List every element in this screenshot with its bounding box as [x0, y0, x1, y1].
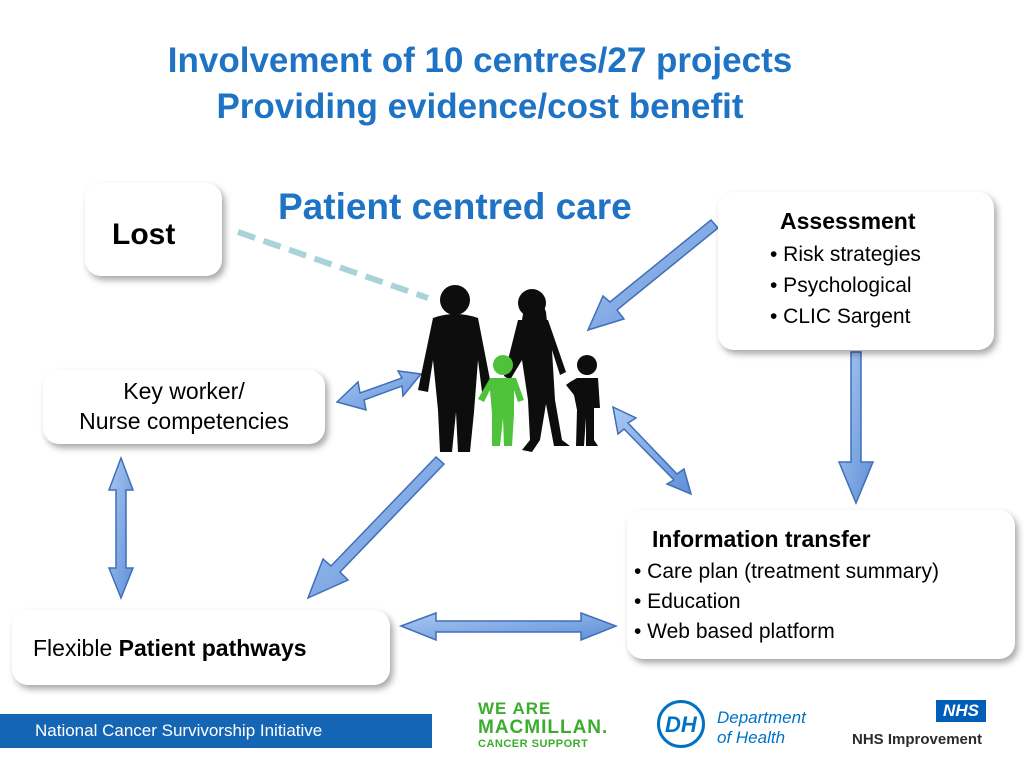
assessment-to-family-arrow	[586, 218, 720, 332]
footer-initiative-text: National Cancer Survivorship Initiative	[35, 721, 323, 740]
assessment-item: • Psychological	[770, 274, 912, 297]
information-transfer-box: Information transfer • Care plan (treatm…	[627, 510, 1015, 659]
lost-dashed-link	[237, 229, 429, 301]
footer-initiative-bar: National Cancer Survivorship Initiative	[0, 714, 432, 748]
assessment-list: • Risk strategies • Psychological • CLIC…	[770, 239, 921, 332]
dh-name-line-1: Department	[717, 708, 806, 727]
macmillan-line-1: WE ARE	[478, 699, 552, 718]
title-line-1: Involvement of 10 centres/27 projects	[167, 41, 793, 80]
information-transfer-list: • Care plan (treatment summary) • Educat…	[634, 557, 939, 647]
nhs-name: NHS Improvement	[852, 731, 983, 748]
family-silhouette-icon	[418, 285, 600, 452]
key-worker-line-1: Key worker/	[123, 378, 245, 404]
flexible-info-arrow	[398, 611, 619, 642]
key-worker-line-2: Nurse competencies	[79, 408, 289, 434]
information-transfer-item: • Web based platform	[634, 620, 835, 643]
assessment-item: • Risk strategies	[770, 243, 921, 266]
lost-box: Lost	[85, 183, 222, 276]
information-transfer-heading: Information transfer	[652, 526, 871, 552]
title-line-2: Providing evidence/cost benefit	[216, 87, 744, 126]
dh-abbr: DH	[665, 712, 697, 737]
diagram-subtitle: Patient centred care	[278, 186, 632, 227]
dh-name-line-2: of Health	[717, 728, 786, 747]
lost-label: Lost	[112, 218, 176, 251]
flexible-prefix: Flexible	[33, 635, 119, 661]
assessment-to-info-arrow	[837, 351, 875, 505]
flexible-pathways-box: Flexible Patient pathways	[12, 610, 390, 685]
family-keyworker-arrow	[335, 370, 423, 412]
macmillan-logo: WE ARE MACMILLAN. CANCER SUPPORT	[478, 700, 608, 750]
assessment-item: • CLIC Sargent	[770, 305, 911, 328]
family-info-arrow	[611, 405, 693, 496]
family-to-flexible-arrow	[306, 455, 446, 600]
keyworker-flexible-arrow	[107, 455, 135, 601]
key-worker-box: Key worker/ Nurse competencies	[43, 370, 325, 444]
dh-circle-icon: DH	[657, 700, 705, 748]
assessment-heading: Assessment	[780, 208, 916, 234]
macmillan-line-3: CANCER SUPPORT	[478, 738, 589, 750]
dh-logo: DH Department of Health	[657, 698, 827, 752]
information-transfer-item: • Education	[634, 590, 741, 613]
nhs-badge: NHS	[936, 700, 986, 722]
dh-name: Department of Health	[717, 708, 806, 748]
information-transfer-item: • Care plan (treatment summary)	[634, 560, 939, 583]
flexible-pathways-label: Flexible Patient pathways	[33, 635, 307, 662]
nhs-logo: NHS NHS Improvement	[850, 700, 990, 750]
assessment-box: Assessment • Risk strategies • Psycholog…	[718, 192, 994, 350]
macmillan-line-2: MACMILLAN.	[478, 717, 609, 738]
flexible-bold-text: Patient pathways	[118, 635, 307, 661]
